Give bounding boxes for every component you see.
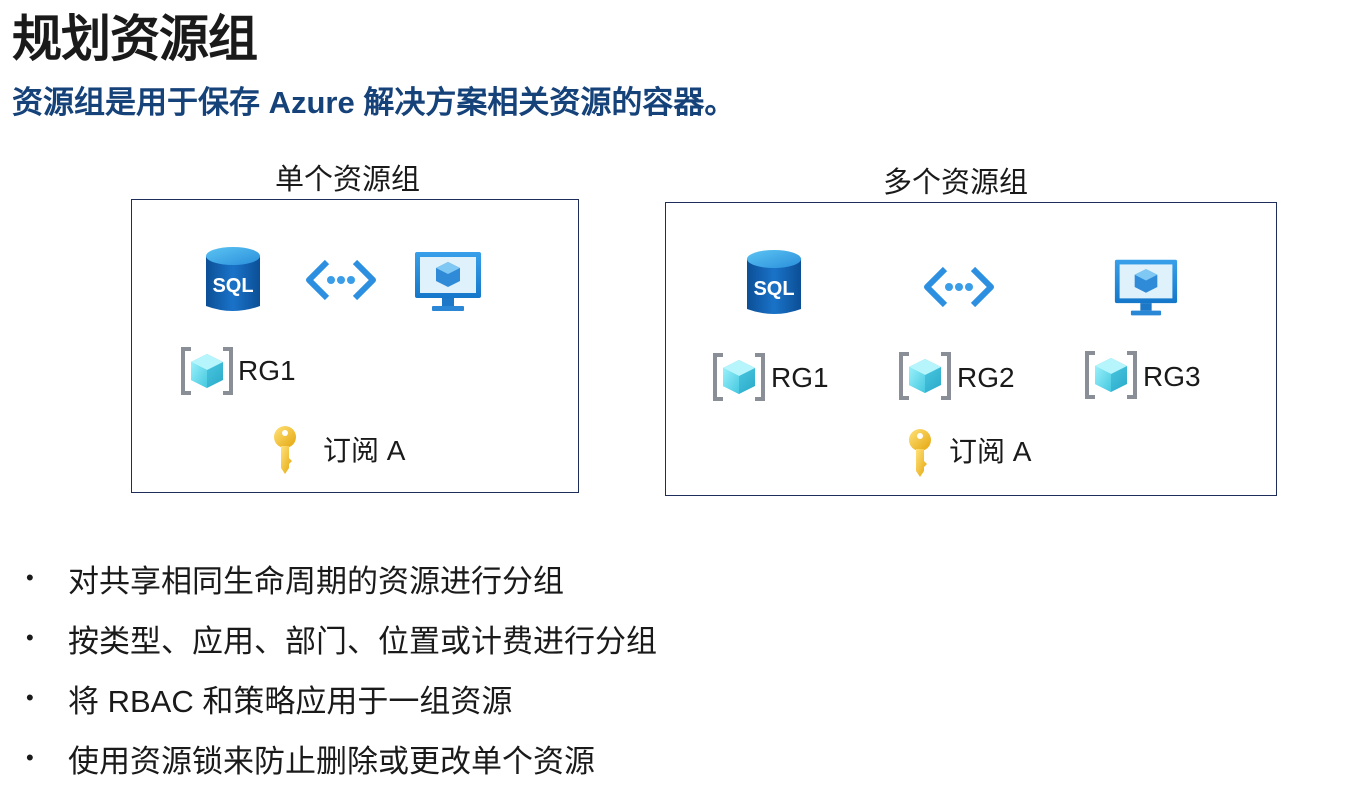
page-title: 规划资源组	[12, 11, 258, 67]
bullet-text: 使用资源锁来防止删除或更改单个资源	[68, 743, 595, 779]
page-subtitle: 资源组是用于保存 Azure 解决方案相关资源的容器。	[12, 85, 736, 120]
multi-panel-label: 多个资源组	[883, 167, 1029, 199]
key-icon	[909, 429, 931, 477]
rg-label: RG1	[771, 362, 829, 393]
key-icon	[274, 426, 296, 474]
bullet-dot: •	[26, 625, 34, 650]
sql-text: SQL	[753, 278, 794, 300]
single-panel-label: 单个资源组	[275, 164, 421, 196]
bullet-text: 将 RBAC 和策略应用于一组资源	[68, 683, 513, 719]
bullet-dot: •	[26, 565, 34, 590]
bullet-text: 对共享相同生命周期的资源进行分组	[68, 563, 564, 599]
bullet-dot: •	[26, 685, 34, 710]
rg-label: RG1	[238, 355, 296, 386]
rg-label: RG2	[957, 362, 1015, 393]
sql-text: SQL	[212, 275, 253, 297]
resource-group-icon	[1085, 351, 1137, 399]
rg-label: RG3	[1143, 361, 1201, 392]
resource-group-icon	[899, 352, 951, 400]
resource-group-icon	[181, 347, 233, 395]
single-resource-group-panel: SQL RG1 订阅 A	[131, 199, 579, 493]
subscription-label: 订阅 A	[949, 436, 1032, 467]
multiple-resource-groups-panel: SQL RG1 RG2 RG3	[665, 202, 1277, 496]
sql-database-icon: SQL	[747, 250, 801, 314]
bullet-text: 按类型、应用、部门、位置或计费进行分组	[68, 623, 657, 659]
virtual-network-icon	[924, 266, 994, 308]
resource-group-icon	[713, 353, 765, 401]
virtual-machine-icon	[415, 252, 481, 311]
virtual-machine-icon	[1114, 259, 1178, 316]
subscription-label: 订阅 A	[323, 435, 406, 466]
virtual-network-icon	[306, 259, 376, 301]
sql-database-icon: SQL	[206, 247, 260, 311]
bullet-dot: •	[26, 745, 34, 770]
